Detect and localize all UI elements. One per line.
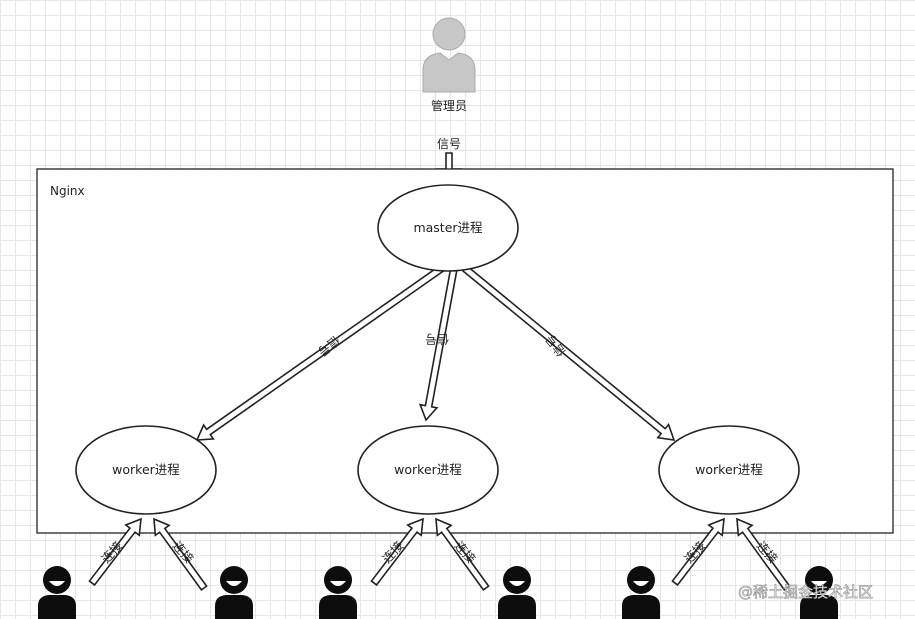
admin-signal-label: 信号: [437, 137, 461, 151]
master-to-worker-right-arrow: [458, 262, 676, 441]
master-to-worker-middle-arrow: [418, 266, 459, 422]
worker-process-node: worker进程: [75, 425, 217, 515]
client-to-worker-2-right-arrow: [435, 517, 490, 591]
client-user-icon: [498, 566, 536, 619]
client-to-worker-2-left-arrow: [370, 517, 424, 587]
worker-process-node: worker进程: [357, 425, 499, 515]
client-connection-arrows: [88, 517, 791, 591]
admin-label: 管理员: [431, 98, 467, 113]
client-users: [38, 566, 838, 619]
client-to-worker-1-right-arrow: [153, 517, 208, 591]
signal-label-middle: 信号: [425, 332, 449, 346]
admin-user-icon: [422, 17, 476, 93]
client-user-icon: [800, 566, 838, 619]
client-to-worker-3-left-arrow: [671, 517, 725, 587]
worker-process-node: worker进程: [658, 425, 800, 515]
client-user-icon: [38, 566, 76, 619]
client-user-icon: [319, 566, 357, 619]
client-user-icon: [215, 566, 253, 619]
client-to-worker-1-left-arrow: [88, 517, 142, 587]
master-process-node: master进程: [377, 184, 519, 272]
watermark: @稀土掘金技术社区: [738, 583, 873, 601]
master-to-worker-left-arrow: [195, 262, 448, 441]
client-user-icon: [622, 566, 660, 619]
worker-process-label: worker进程: [695, 462, 763, 477]
nginx-label: Nginx: [50, 184, 85, 198]
worker-process-label: worker进程: [394, 462, 462, 477]
client-to-worker-3-right-arrow: [736, 517, 791, 591]
master-signal-arrows: [195, 262, 676, 441]
worker-process-label: worker进程: [112, 462, 180, 477]
master-process-label: master进程: [413, 220, 483, 235]
